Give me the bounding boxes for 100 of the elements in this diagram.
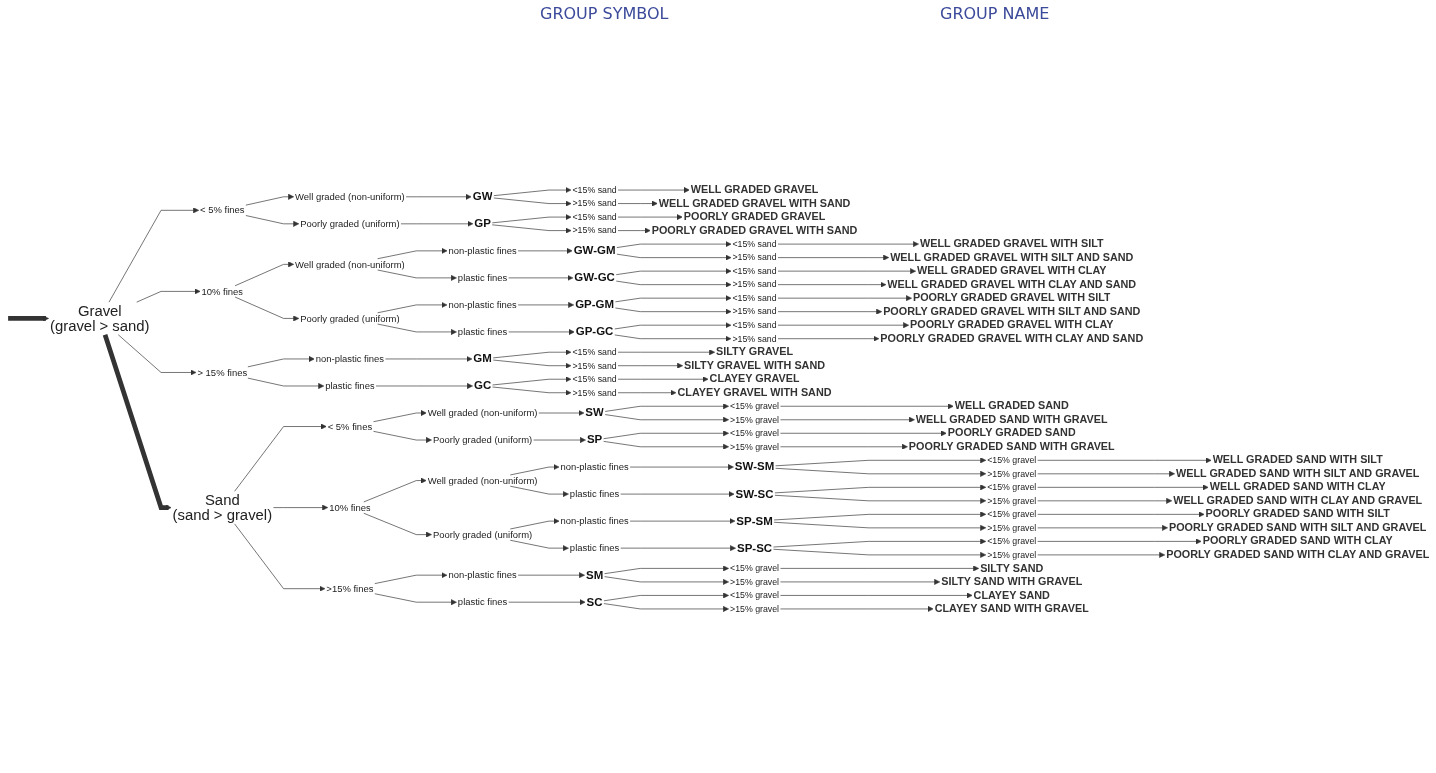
node-text: > 15% fines (197, 366, 248, 378)
node-text: WELL GRADED SAND WITH GRAVEL (915, 413, 1108, 425)
node-text: <15% sand (572, 211, 617, 222)
node-text: >15% gravel (987, 522, 1037, 533)
node-text: GM (473, 352, 492, 366)
node-text: SM (585, 568, 604, 582)
node-text: POORLY GRADED GRAVEL WITH SILT (912, 291, 1111, 304)
node-text: WELL GRADED SAND (954, 399, 1069, 412)
node-text: >15% sand (572, 360, 617, 371)
node-text: POORLY GRADED SAND WITH SILT AND GRAVEL (1168, 521, 1427, 533)
node-text: < 5% fines (200, 204, 245, 216)
node-text: WELL GRADED SAND WITH SILT (1212, 453, 1383, 466)
node-text: POORLY GRADED SAND WITH CLAY (1202, 535, 1393, 547)
node-text: Poorly graded (uniform) (300, 312, 400, 324)
node-text: POORLY GRADED GRAVEL WITH SILT AND SAND (883, 305, 1141, 317)
node-text: <15% gravel (987, 536, 1037, 547)
node-text: <15% gravel (987, 455, 1037, 466)
node-text: <15% gravel (730, 428, 780, 439)
column-heading: GROUP SYMBOL (540, 4, 669, 23)
node-text: CLAYEY SAND (973, 589, 1050, 601)
node-text: <15% gravel (730, 400, 780, 412)
node-text: < 5% fines (327, 420, 373, 432)
node-text: >15% gravel (730, 441, 780, 452)
node-text: Well graded (non-uniform) (295, 258, 405, 270)
node-text: <15% sand (572, 373, 617, 385)
node-text: POORLY GRADED GRAVEL WITH CLAY (910, 318, 1114, 331)
node-text: >15% sand (732, 306, 777, 317)
node-text: Poorly graded (uniform) (432, 528, 533, 540)
node-text: plastic fines (569, 542, 620, 554)
node-text: WELL GRADED GRAVEL (690, 183, 819, 196)
node-text: WELL GRADED GRAVEL WITH SILT (919, 237, 1104, 250)
node-text: Well graded (non-uniform) (295, 191, 405, 202)
node-text: GP (474, 217, 491, 230)
node-text: SW-SC (735, 487, 774, 501)
node-text: plastic fines (569, 488, 620, 500)
node-text: GP-GC (575, 325, 614, 339)
node-text: CLAYEY GRAVEL WITH SAND (677, 386, 832, 398)
node-text: SC (586, 595, 603, 609)
node-text: >15% sand (732, 279, 777, 290)
node-text: plastic fines (457, 326, 508, 338)
node-text: POORLY GRADED SAND (947, 426, 1076, 439)
node-text: GP-GM (575, 298, 615, 312)
node-text: <15% gravel (730, 590, 780, 601)
node-text: <15% sand (732, 265, 777, 276)
node-text: GW-GM (573, 244, 616, 257)
node-text: >15% gravel (730, 414, 780, 425)
node-text: <15% sand (732, 292, 777, 304)
node-text: WELL GRADED GRAVEL WITH SILT AND SAND (890, 251, 1134, 263)
node-text: 10% fines (329, 501, 371, 513)
node-text: WELL GRADED SAND WITH CLAY (1209, 480, 1386, 493)
node-text: <15% sand (732, 238, 777, 249)
node-text: >15% sand (572, 387, 617, 398)
node-text: >15% sand (572, 198, 617, 209)
node-text: WELL GRADED SAND WITH SILT AND GRAVEL (1176, 467, 1420, 479)
node-text: non-plastic fines (560, 461, 629, 473)
node-text: GW-GC (574, 271, 615, 285)
node-text: non-plastic fines (448, 569, 517, 581)
node-text: >15% sand (732, 333, 777, 344)
node-text: plastic fines (457, 272, 508, 284)
node-text: non-plastic fines (448, 299, 517, 311)
node-text: SW-SM (734, 460, 775, 474)
node-text: SW (585, 406, 604, 420)
node-text: <15% sand (572, 184, 617, 195)
node-text: non-plastic fines (560, 515, 629, 527)
node-text: SP-SC (736, 541, 773, 555)
node-text: GW (472, 190, 493, 203)
node-text: <15% gravel (730, 563, 780, 574)
arrow (8, 315, 49, 322)
node-text: WELL GRADED GRAVEL WITH SAND (658, 197, 851, 209)
node-text: >15% gravel (987, 468, 1037, 479)
node-text: POORLY GRADED SAND WITH GRAVEL (908, 440, 1115, 452)
node-text: >15% gravel (987, 495, 1037, 506)
node-text: Sand (sand > gravel) (172, 491, 273, 524)
node-text: <15% gravel (987, 482, 1037, 493)
node-text: POORLY GRADED GRAVEL WITH SAND (651, 224, 858, 236)
node-text: non-plastic fines (315, 353, 385, 365)
node-text: Poorly graded (uniform) (300, 218, 400, 230)
node-text: >15% gravel (730, 576, 780, 587)
node-text: CLAYEY SAND WITH GRAVEL (934, 602, 1089, 615)
node-text: >15% sand (732, 252, 777, 263)
column-heading: GROUP NAME (940, 4, 1050, 23)
node-text: SILTY SAND (980, 562, 1044, 574)
node-text: POORLY GRADED SAND WITH SILT (1205, 508, 1390, 520)
node-text: WELL GRADED GRAVEL WITH CLAY AND SAND (887, 278, 1137, 290)
node-text: <15% sand (732, 319, 777, 331)
node-text: SP-SM (736, 514, 773, 528)
arrow (102, 333, 172, 511)
node-text: 10% fines (201, 285, 244, 297)
node-text: SP (586, 433, 603, 447)
node-text: <15% sand (572, 346, 617, 358)
node-text: SILTY SAND WITH GRAVEL (941, 575, 1083, 588)
node-text: Gravel (gravel > sand) (50, 302, 150, 335)
node-text: CLAYEY GRAVEL (709, 372, 800, 385)
node-text: >15% fines (326, 583, 374, 594)
node-text: >15% sand (572, 225, 617, 236)
node-text: <15% gravel (987, 509, 1037, 520)
node-text: WELL GRADED GRAVEL WITH CLAY (917, 264, 1107, 277)
node-text: POORLY GRADED GRAVEL WITH CLAY AND SAND (880, 332, 1144, 344)
node-text: >15% gravel (730, 603, 780, 614)
node-text: SILTY GRAVEL WITH SAND (684, 359, 826, 371)
